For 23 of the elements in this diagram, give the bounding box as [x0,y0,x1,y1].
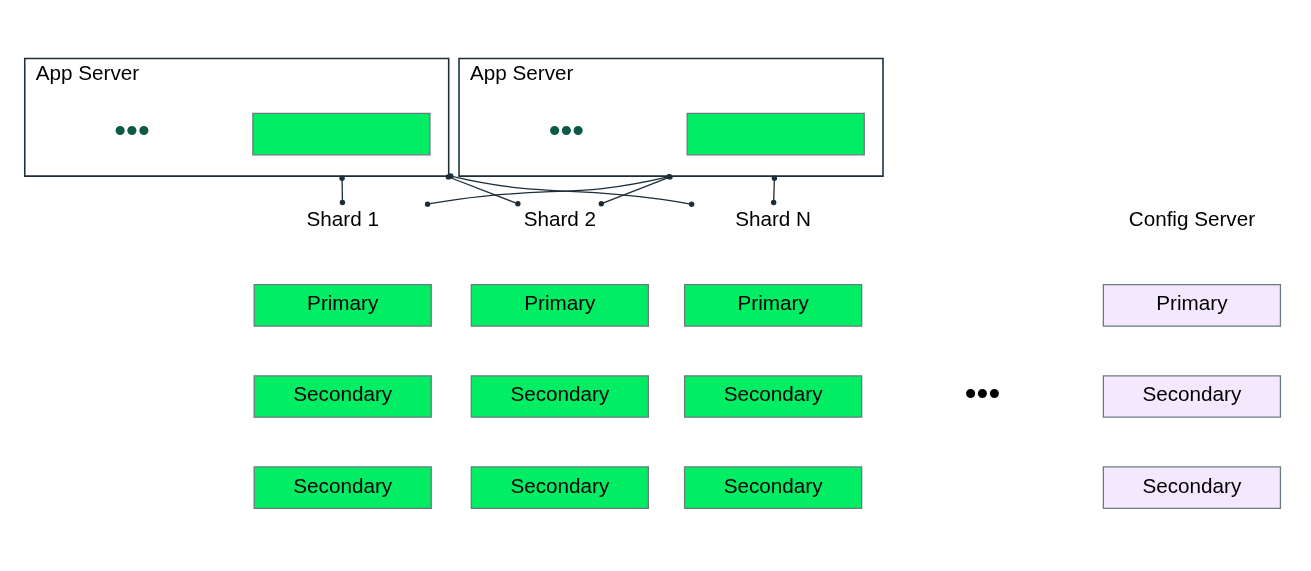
node-text: Shard N [735,206,812,230]
label: ••• [114,111,150,149]
node-text: Shard 2 [523,206,597,230]
node-box: Secondary [470,374,650,418]
node-box: Secondary [683,374,863,418]
label: ••• [548,111,584,149]
node-box: Primary [470,283,650,327]
node-text: Config Server [1128,206,1256,230]
node-box: Primary [253,283,432,327]
node-text: Shard 1 [306,206,379,230]
node-box: Secondary [683,465,863,509]
node-box: Secondary [470,465,650,509]
node-box: Secondary [253,374,432,418]
label: ••• [964,374,1001,412]
node-box [686,112,865,155]
node-box: Secondary [1102,374,1282,418]
node-box: Primary [683,283,863,327]
connector [770,175,778,205]
node-box [252,112,431,155]
connector [339,175,346,205]
node-box: Secondary [1102,465,1282,509]
node-box: Primary [1102,283,1282,327]
node-box: Secondary [253,465,432,509]
